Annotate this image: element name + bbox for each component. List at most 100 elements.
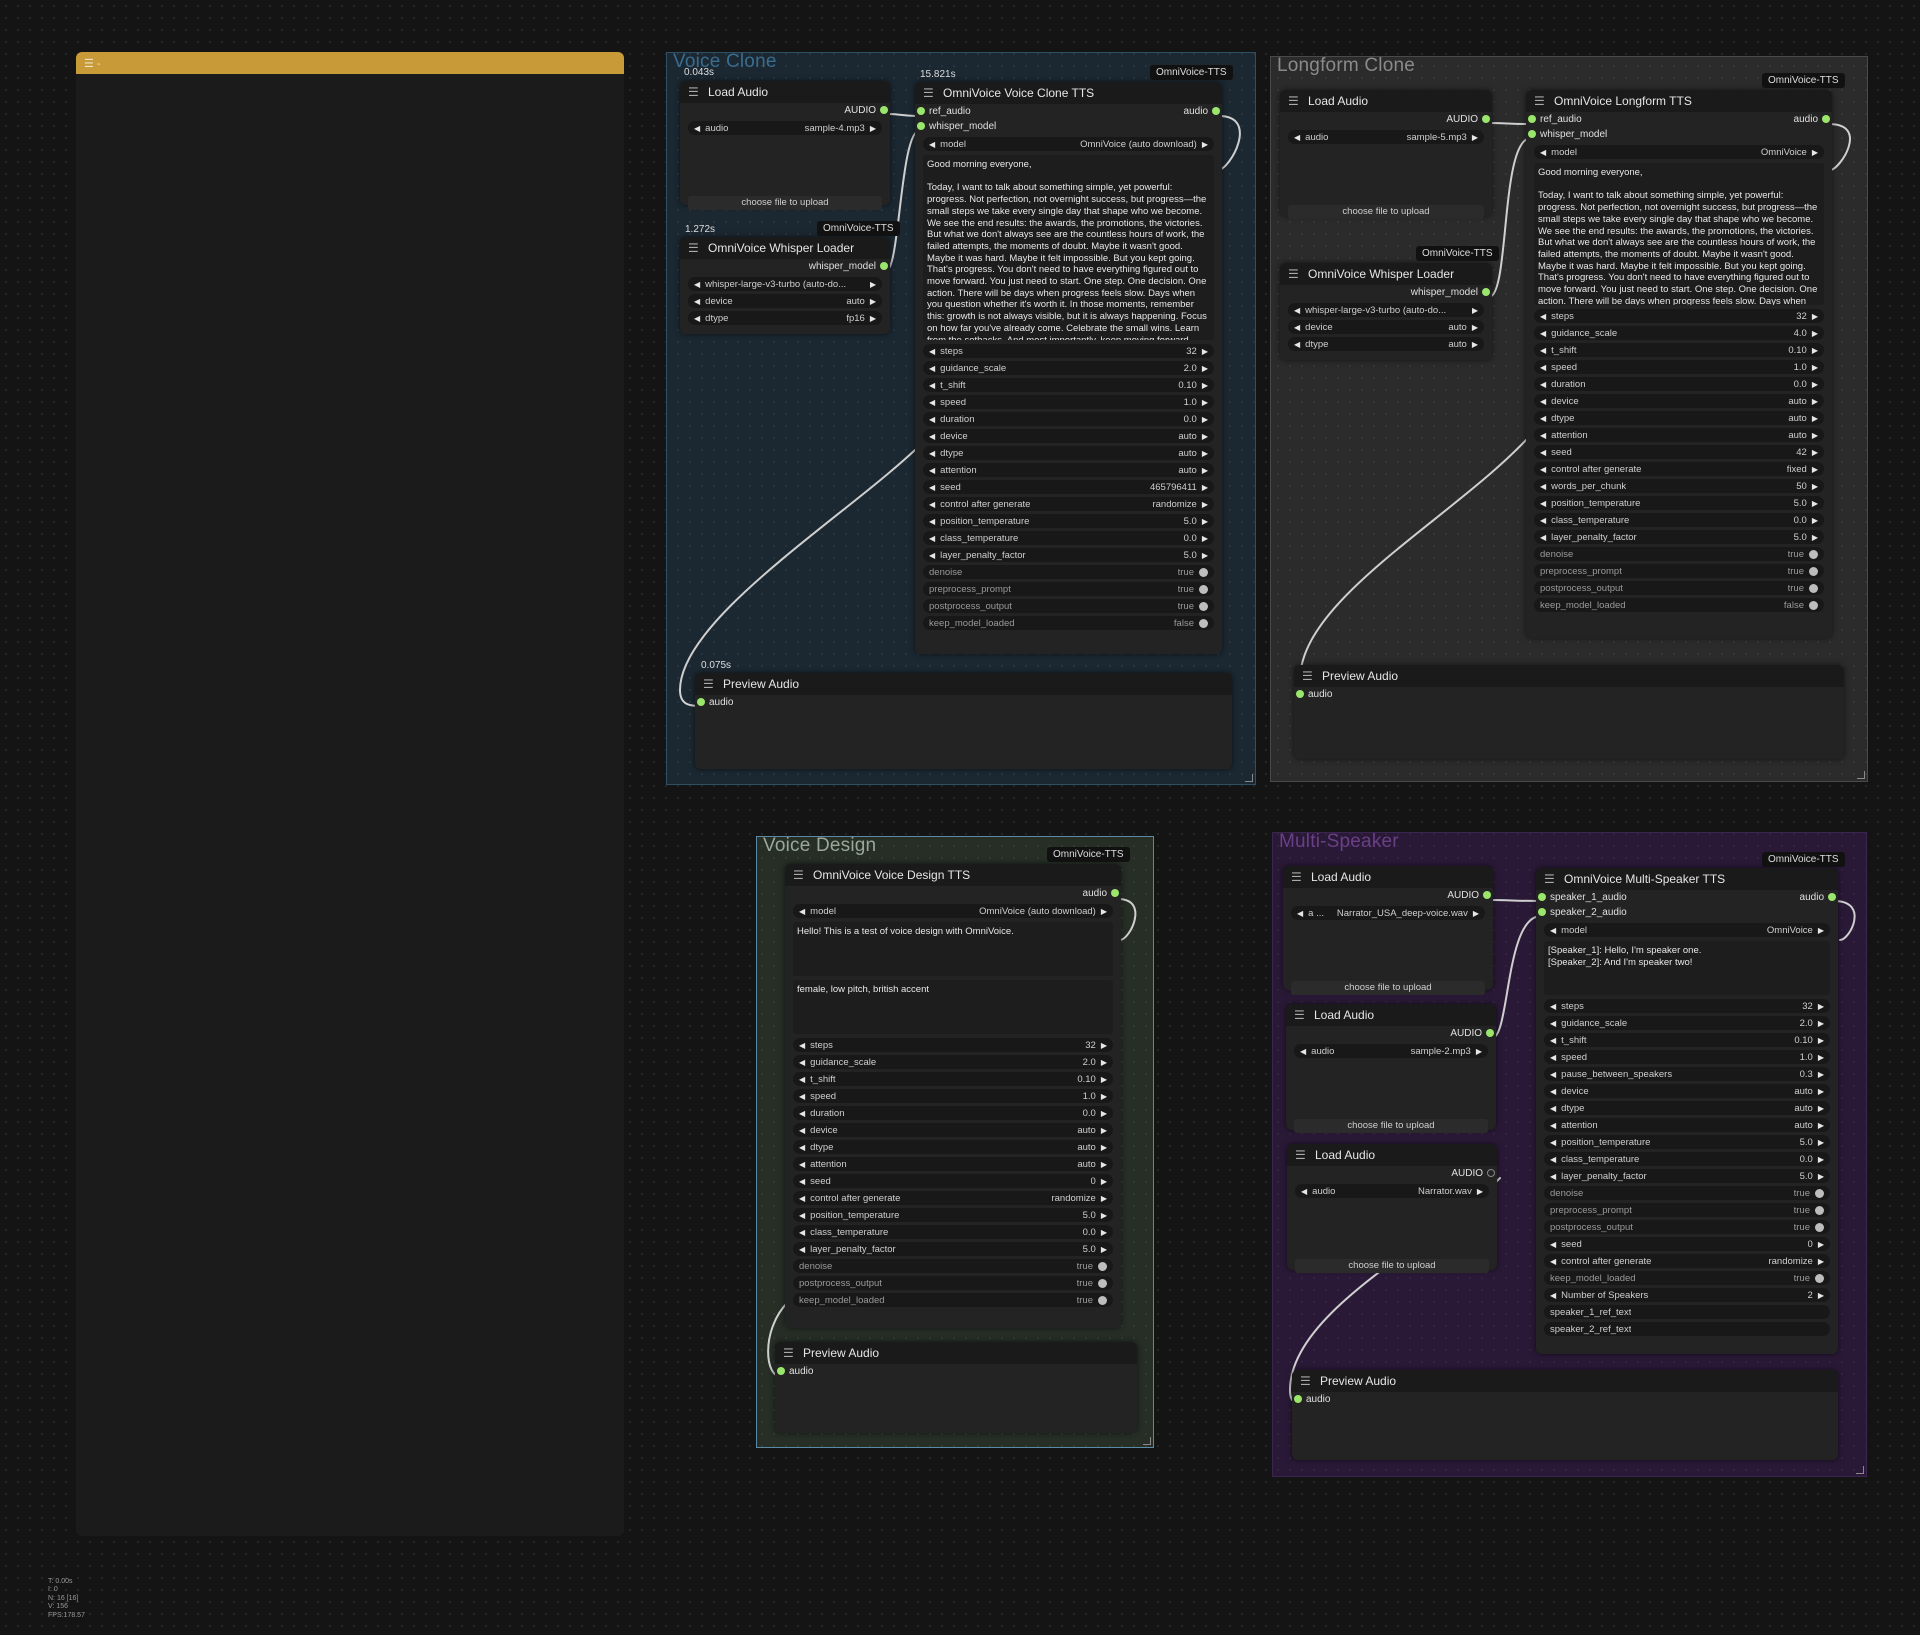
arrow-left-icon[interactable]: ◀: [1540, 515, 1547, 525]
output-slot-audio[interactable]: AUDIO: [680, 103, 890, 118]
toggle-knob-icon[interactable]: [1098, 1295, 1107, 1305]
toggle-knob-icon[interactable]: [1199, 618, 1208, 628]
arrow-right-icon[interactable]: ▶: [1471, 132, 1478, 142]
side-panel-header[interactable]: ☰ -: [76, 52, 624, 74]
hamburger-icon[interactable]: ☰: [783, 1346, 794, 1360]
arrow-right-icon[interactable]: ▶: [1811, 481, 1818, 491]
output-slot-whisper-model[interactable]: whisper_model: [680, 259, 890, 274]
arrow-left-icon[interactable]: ◀: [929, 448, 936, 458]
toggle-knob-icon[interactable]: [1199, 601, 1208, 611]
arrow-right-icon[interactable]: ▶: [869, 279, 876, 289]
arrow-left-icon[interactable]: ◀: [1540, 311, 1547, 321]
arrow-right-icon[interactable]: ▶: [1817, 1239, 1824, 1249]
resize-grip-icon[interactable]: [1857, 771, 1865, 779]
arrow-left-icon[interactable]: ◀: [1550, 1052, 1557, 1062]
arrow-left-icon[interactable]: ◀: [1540, 498, 1547, 508]
arrow-right-icon[interactable]: ▶: [1472, 908, 1479, 918]
arrow-left-icon[interactable]: ◀: [1550, 1256, 1557, 1266]
arrow-left-icon[interactable]: ◀: [929, 431, 936, 441]
combo-widget-audio[interactable]: ◀a ...Narrator_USA_deep-voice.wav▶: [1291, 906, 1485, 920]
arrow-right-icon[interactable]: ▶: [1817, 1137, 1824, 1147]
arrow-right-icon[interactable]: ▶: [1201, 533, 1208, 543]
arrow-right-icon[interactable]: ▶: [1811, 311, 1818, 321]
arrow-left-icon[interactable]: ◀: [1540, 464, 1547, 474]
widget-speaker-2-ref-text[interactable]: speaker_2_ref_text: [1544, 1322, 1830, 1336]
arrow-right-icon[interactable]: ▶: [1471, 339, 1478, 349]
slot-dot[interactable]: [917, 122, 925, 130]
arrow-right-icon[interactable]: ▶: [1100, 1074, 1107, 1084]
input-slot-whisper-model[interactable]: whisper_model: [1526, 127, 1832, 142]
node-title-bar[interactable]: ☰Load Audio: [1283, 866, 1493, 888]
arrow-right-icon[interactable]: ▶: [1811, 498, 1818, 508]
toggle-knob-icon[interactable]: [1809, 600, 1818, 610]
hamburger-icon[interactable]: ☰: [1302, 669, 1313, 683]
node-title-bar[interactable]: ☰Preview Audio: [695, 673, 1232, 695]
arrow-right-icon[interactable]: ▶: [1201, 414, 1208, 424]
arrow-left-icon[interactable]: ◀: [1550, 1154, 1557, 1164]
arrow-left-icon[interactable]: ◀: [1300, 1046, 1307, 1056]
arrow-left-icon[interactable]: ◀: [1550, 1171, 1557, 1181]
output-slot-audio[interactable]: AUDIO: [1283, 888, 1493, 903]
arrow-left-icon[interactable]: ◀: [1540, 379, 1547, 389]
arrow-right-icon[interactable]: ▶: [1100, 1210, 1107, 1220]
node-title-bar[interactable]: ☰Load Audio: [680, 81, 890, 103]
arrow-left-icon[interactable]: ◀: [1294, 339, 1301, 349]
arrow-left-icon[interactable]: ◀: [1294, 305, 1301, 315]
arrow-right-icon[interactable]: ▶: [1811, 532, 1818, 542]
arrow-left-icon[interactable]: ◀: [799, 1210, 806, 1220]
output-slot-whisper-model[interactable]: whisper_model: [1280, 285, 1492, 300]
toggle-knob-icon[interactable]: [1809, 549, 1818, 559]
input-slot-speaker-1-audio[interactable]: speaker_1_audio: [1536, 890, 1627, 905]
arrow-left-icon[interactable]: ◀: [929, 482, 936, 492]
arrow-left-icon[interactable]: ◀: [929, 363, 936, 373]
node-load-audio[interactable]: ☰Load Audio AUDIO ◀a ...Narrator_USA_dee…: [1283, 866, 1493, 995]
node-title-bar[interactable]: ☰OmniVoice Whisper Loader: [680, 237, 890, 259]
toggle-knob-icon[interactable]: [1815, 1205, 1824, 1215]
hamburger-icon[interactable]: ☰: [1295, 1148, 1306, 1162]
slot-dot[interactable]: [1486, 1029, 1494, 1037]
arrow-right-icon[interactable]: ▶: [1811, 328, 1818, 338]
arrow-left-icon[interactable]: ◀: [1294, 132, 1301, 142]
arrow-right-icon[interactable]: ▶: [1817, 1290, 1824, 1300]
arrow-right-icon[interactable]: ▶: [1100, 1108, 1107, 1118]
arrow-left-icon[interactable]: ◀: [799, 1125, 806, 1135]
node-title-bar[interactable]: ☰Load Audio: [1280, 90, 1492, 112]
hamburger-icon[interactable]: ☰: [1544, 872, 1555, 886]
slot-dot[interactable]: [1483, 891, 1491, 899]
output-slot-audio[interactable]: audio: [1800, 890, 1838, 905]
arrow-left-icon[interactable]: ◀: [1540, 481, 1547, 491]
arrow-left-icon[interactable]: ◀: [929, 346, 936, 356]
text-input[interactable]: Hello! This is a test of voice design wi…: [793, 922, 1113, 976]
slot-dot[interactable]: [1828, 893, 1836, 901]
node-preview-audio[interactable]: ☰Preview Audio audio: [1292, 1370, 1838, 1460]
arrow-left-icon[interactable]: ◀: [799, 1057, 806, 1067]
node-preview-audio[interactable]: ☰Preview Audio audio: [775, 1342, 1137, 1433]
node-voice-design-tts[interactable]: ☰OmniVoice Voice Design TTS audio ◀model…: [785, 864, 1121, 1328]
arrow-left-icon[interactable]: ◀: [694, 296, 701, 306]
slot-dot[interactable]: [1296, 690, 1304, 698]
arrow-right-icon[interactable]: ▶: [869, 123, 876, 133]
input-slot-audio[interactable]: audio: [1294, 687, 1844, 702]
